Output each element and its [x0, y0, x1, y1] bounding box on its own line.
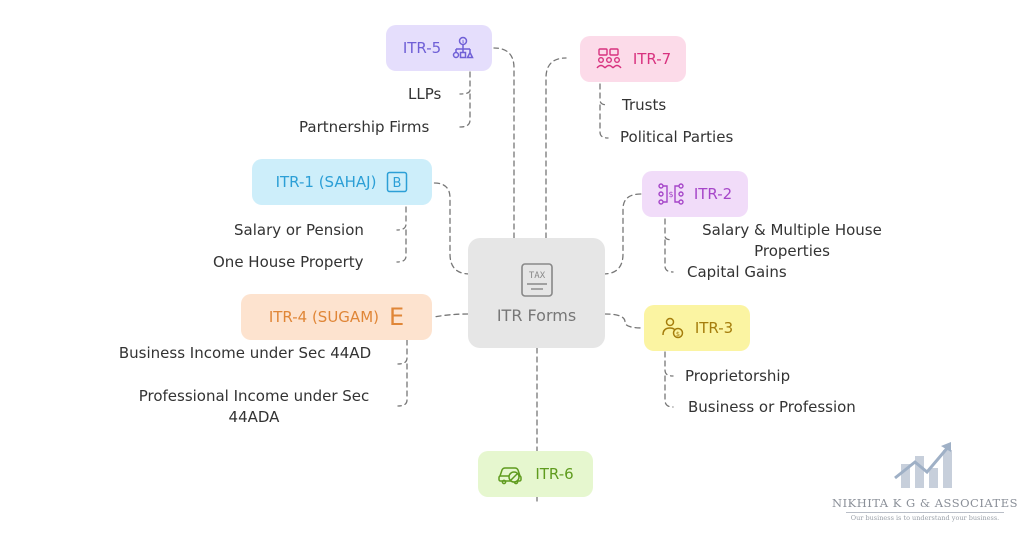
edge-itr5-llps: [459, 71, 471, 95]
node-itr6-label: ITR-6: [535, 465, 574, 483]
edge-center-itr4: [433, 313, 469, 318]
svg-text:$: $: [668, 190, 673, 199]
group-people-icon: [596, 48, 622, 69]
edge-itr7-trusts: [599, 83, 609, 106]
svg-text:TAX: TAX: [528, 271, 545, 281]
leaf-itr1-house: One House Property: [213, 253, 364, 271]
node-itr3-label: ITR-3: [694, 319, 734, 337]
edge-itr5-partnership: [459, 93, 471, 128]
leaf-itr5-partnership: Partnership Firms: [299, 118, 430, 136]
leaf-itr3-proprietorship: Proprietorship: [685, 367, 791, 385]
center-node-label: ITR Forms: [496, 305, 577, 325]
edge-itr2-capital: [664, 239, 674, 273]
node-itr5[interactable]: ITR-5 $: [386, 25, 492, 71]
node-itr1[interactable]: ITR-1 (SAHAJ) B: [252, 159, 432, 205]
leaf-itr2-salary: Salary & Multiple House Properties: [702, 221, 882, 260]
tax-document-icon: TAX: [520, 262, 553, 297]
leaf-itr7-trusts: Trusts: [622, 96, 667, 114]
edge-center-itr2: [602, 193, 642, 275]
svg-text:$: $: [676, 330, 680, 338]
edge-itr2-salary: [664, 218, 674, 241]
edge-itr1-house: [396, 229, 407, 263]
node-itr5-label: ITR-5: [402, 39, 442, 57]
node-itr3[interactable]: $ ITR-3: [644, 305, 750, 351]
edge-itr4-business: [397, 339, 408, 365]
leaf-itr3-business: Business or Profession: [688, 398, 856, 416]
logo-company-name: NIKHITA K G & ASSOCIATES: [832, 496, 1018, 510]
svg-text:$: $: [462, 39, 465, 45]
company-car-icon: [498, 467, 523, 485]
svg-text:B: B: [393, 176, 402, 191]
growth-chart-logo-icon: [894, 442, 952, 488]
sahaj-letter-icon: B: [387, 171, 408, 193]
node-itr7[interactable]: ITR-7: [580, 36, 686, 82]
edge-center-itr5: [493, 47, 515, 239]
edge-itr3-business: [664, 375, 674, 408]
leaf-itr5-llps: LLPs: [408, 85, 442, 103]
edge-center-itr7: [545, 57, 567, 239]
company-logo: NIKHITA K G & ASSOCIATES Our business is…: [832, 440, 1018, 530]
org-chart-icon: $: [452, 36, 474, 59]
network-icon: $: [658, 183, 684, 205]
edge-itr1-salary: [396, 206, 407, 231]
edge-itr7-political: [599, 104, 609, 139]
node-itr1-label: ITR-1 (SAHAJ): [275, 173, 377, 191]
business-person-icon: $: [662, 317, 684, 339]
logo-tagline: Our business is to understand your busin…: [850, 514, 1000, 522]
node-itr4-label: ITR-4 (SUGAM): [268, 308, 379, 326]
node-itr2[interactable]: $ ITR-2: [642, 171, 748, 217]
node-itr2-label: ITR-2: [693, 185, 733, 203]
edge-itr3-proprietorship: [664, 351, 674, 377]
edge-center-itr3: [604, 313, 644, 329]
leaf-itr4-professional: Professional Income under Sec 44ADA: [138, 387, 370, 426]
leaf-itr2-capital: Capital Gains: [687, 263, 787, 281]
center-node-itr-forms[interactable]: TAX ITR Forms: [468, 238, 605, 348]
leaf-itr1-salary: Salary or Pension: [234, 221, 364, 239]
leaf-itr4-business: Business Income under Sec 44AD: [118, 344, 372, 362]
leaf-itr7-political: Political Parties: [620, 128, 734, 146]
node-itr6[interactable]: ITR-6: [478, 451, 593, 497]
edge-itr4-professional: [397, 363, 408, 407]
sugam-letter-icon: E: [388, 303, 405, 331]
node-itr4[interactable]: ITR-4 (SUGAM) E: [241, 294, 432, 340]
node-itr7-label: ITR-7: [632, 50, 672, 68]
edge-center-itr1: [433, 182, 471, 275]
logo-divider: [846, 512, 1004, 513]
